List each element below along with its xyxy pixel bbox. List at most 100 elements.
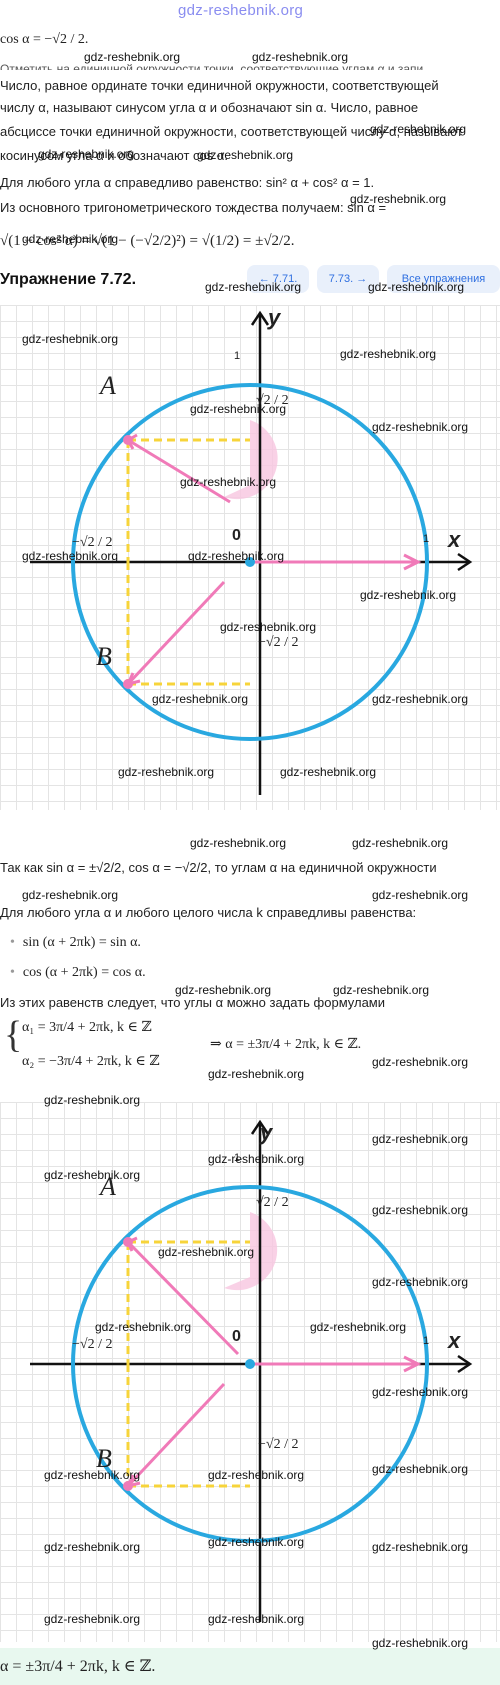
watermark: gdz-reshebnik.org [208,1612,305,1626]
text-line-9: √(1 − cos² α) = √(1 − (−√2/2)²) = √(1/2)… [0,233,295,249]
watermark: gdz-reshebnik.org [310,1320,407,1334]
watermark: gdz-reshebnik.org [152,692,249,706]
x-axis-arrow-icon [457,552,473,572]
minus-sqrt2-over-2-y-label: −√2 / 2 [258,635,299,650]
next-exercise-button[interactable]: 7.73. → [317,265,379,293]
watermark: gdz-reshebnik.org [190,402,287,416]
watermark: gdz-reshebnik.org [208,1067,305,1081]
watermark: gdz-reshebnik.org [333,983,430,997]
unit-circle-svg-1 [30,310,473,795]
minus-sqrt2-over-2-y-label-2: −√2 / 2 [258,1437,299,1452]
text-line-5: абсциссе точки единичной окружности, соо… [0,124,463,139]
origin-label-2: 0 [232,1328,241,1345]
exercise-title: Упражнение 7.72. [0,271,137,288]
explanation-line-1: Так как sin α = ±√2/2, cos α = −√2/2, то… [0,860,437,875]
one-y-label-2: 1 [234,1152,241,1164]
watermark: gdz-reshebnik.org [95,1320,192,1334]
watermark: gdz-reshebnik.org [372,1636,469,1650]
watermark: gdz-reshebnik.org [372,888,469,902]
x-axis-label-2: x [448,1328,461,1353]
watermark: gdz-reshebnik.org [352,836,449,850]
point-a-dot [123,435,133,445]
point-b-label: B [96,642,112,671]
watermark: gdz-reshebnik.org [205,280,302,294]
explanation-line-5: Из этих равенств следует, что углы α мож… [0,995,386,1010]
vector-a [127,438,231,504]
watermark: gdz-reshebnik.org [208,1152,305,1166]
watermark: gdz-reshebnik.org [372,1462,469,1476]
point-a-dot-2 [123,1237,133,1247]
explanation-line-2: Для любого угла α и любого целого числа … [0,905,417,920]
text-line-cut: Отметить на единичной окружности точки, … [0,62,424,70]
angle-sector [224,420,278,500]
vector-x-arrow-icon-2 [403,1355,422,1373]
prev-exercise-button[interactable]: ← 7.71. [247,265,309,293]
origin-point-2 [245,1359,255,1369]
watermark: gdz-reshebnik.org [44,1168,141,1182]
sqrt2-over-2-label-2: √2 / 2 [256,1195,289,1210]
watermark: gdz-reshebnik.org [372,1132,469,1146]
watermark: gdz-reshebnik.org [158,1245,255,1259]
unit-circle-svg-2 [30,1119,473,1622]
text-line-8: Из основного тригонометрического тождест… [0,200,387,215]
watermark: gdz-reshebnik.org [22,332,119,346]
text-line-3: Число, равное ординате точки единичной о… [0,78,439,93]
watermark: gdz-reshebnik.org [372,1540,469,1554]
point-b-label-2: B [96,1444,112,1473]
x-axis-arrow-icon-2 [457,1354,473,1374]
point-a-label: A [100,371,116,400]
watermark: gdz-reshebnik.org [350,192,447,206]
vector-x-arrow-icon [403,553,422,571]
one-x-label-2: 1 [423,1335,430,1347]
watermark: gdz-reshebnik.org [372,1203,469,1217]
watermark: gdz-reshebnik.org [372,420,469,434]
minus-sqrt2-over-2-x-label: −√2 / 2 [72,535,113,550]
one-x-label: 1 [423,533,430,545]
point-b-dot [123,679,133,689]
watermark: gdz-reshebnik.org [372,692,469,706]
y-axis-arrow-icon [250,310,270,326]
watermark: gdz-reshebnik.org [44,1612,141,1626]
watermark: gdz-reshebnik.org [22,888,119,902]
watermark: gdz-reshebnik.org [220,620,317,634]
watermark: gdz-reshebnik.org [360,588,457,602]
y-axis-label-2: y [260,1120,273,1145]
site-title[interactable]: gdz-reshebnik.org [178,2,304,19]
watermark: gdz-reshebnik.org [180,475,277,489]
watermark: gdz-reshebnik.org [197,148,294,162]
y-axis-arrow-icon-2 [250,1119,270,1135]
unit-circle [71,383,429,741]
watermark: gdz-reshebnik.org [44,1093,141,1107]
unit-circle-2 [71,1185,429,1543]
unit-circle-graph-2: A B x y 0 1 1 √2 / 2 −√2 / 2 −√2 / 2 [0,1102,500,1642]
formula-alpha-1: α₁ = 3π/4 + 2πk, k ∈ ℤ [22,1020,152,1035]
watermark: gdz-reshebnik.org [22,232,119,246]
text-line-6: косинусом угла α и обозначают cos α. [0,148,229,163]
vector-a-2 [126,1240,240,1356]
point-a-label-2: A [100,1172,116,1201]
identity-sin: •sin (α + 2πk) = sin α. [10,935,141,950]
vector-b [126,580,226,686]
watermark: gdz-reshebnik.org [340,347,437,361]
watermark: gdz-reshebnik.org [208,1535,305,1549]
watermark: gdz-reshebnik.org [38,147,135,161]
minus-sqrt2-over-2-x-label-2: −√2 / 2 [72,1337,113,1352]
watermark: gdz-reshebnik.org [84,50,181,64]
text-line-7: Для любого угла α справедливо равенство:… [0,175,375,190]
watermark: gdz-reshebnik.org [372,1385,469,1399]
identity-cos: •cos (α + 2πk) = cos α. [10,965,146,980]
y-axis-label: y [268,305,281,330]
identity-sin-text: sin (α + 2πk) = sin α. [22,935,141,950]
watermark: gdz-reshebnik.org [22,549,119,563]
watermark: gdz-reshebnik.org [368,280,465,294]
all-exercises-button[interactable]: Все упражнения [387,265,500,293]
angle-sector-2 [224,1212,278,1291]
sqrt2-over-2-label: √2 / 2 [256,393,289,408]
identity-cos-text: cos (α + 2πk) = cos α. [22,965,146,980]
watermark: gdz-reshebnik.org [118,765,215,779]
text-line-cos: cos α = −√2 / 2. [0,32,89,47]
watermark: gdz-reshebnik.org [370,122,467,136]
answer-formula: α = ±3π/4 + 2πk, k ∈ ℤ. [0,1658,156,1675]
watermark: gdz-reshebnik.org [280,765,377,779]
system-brace: { [4,1014,23,1056]
